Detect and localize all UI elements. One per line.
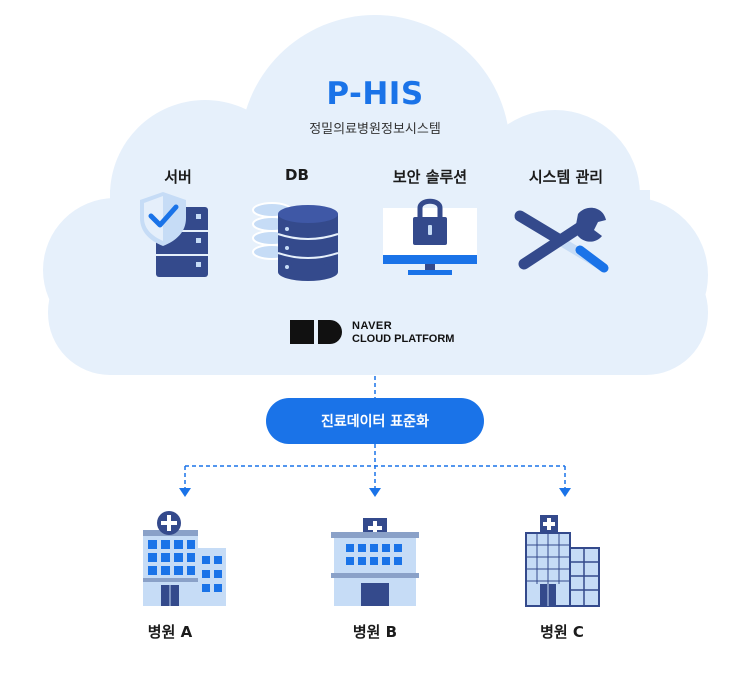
platform-name-line1: NAVER (352, 320, 393, 332)
hospital-label-a: 병원 A (147, 623, 193, 641)
hospital-a-icon (143, 511, 226, 606)
service-label-server: 서버 (164, 168, 192, 186)
monitor-lock-icon (383, 198, 477, 275)
hospital-label-c: 병원 C (540, 623, 584, 641)
service-label-security: 보안 솔루션 (392, 168, 468, 186)
wrench-screwdriver-icon (514, 207, 609, 273)
server-shield-icon (140, 192, 208, 277)
diagram-title: P-HIS (326, 76, 424, 112)
naver-cloud-logo (290, 320, 342, 344)
service-label-db: DB (285, 166, 309, 184)
hospital-label-b: 병원 B (352, 623, 398, 641)
standardize-label: 진료데이터 표준화 (321, 414, 429, 430)
platform-name-line2: CLOUD PLATFORM (352, 333, 455, 345)
connector-lines (184, 376, 566, 488)
arrow-heads (179, 488, 571, 497)
diagram-subtitle: 정밀의료병원정보시스템 (309, 122, 441, 137)
database-icon (252, 202, 339, 281)
hospital-c-icon (525, 515, 600, 607)
standardize-pill: 진료데이터 표준화 (266, 398, 484, 444)
service-label-system-management: 시스템 관리 (528, 168, 604, 186)
hospital-b-icon (331, 518, 419, 606)
